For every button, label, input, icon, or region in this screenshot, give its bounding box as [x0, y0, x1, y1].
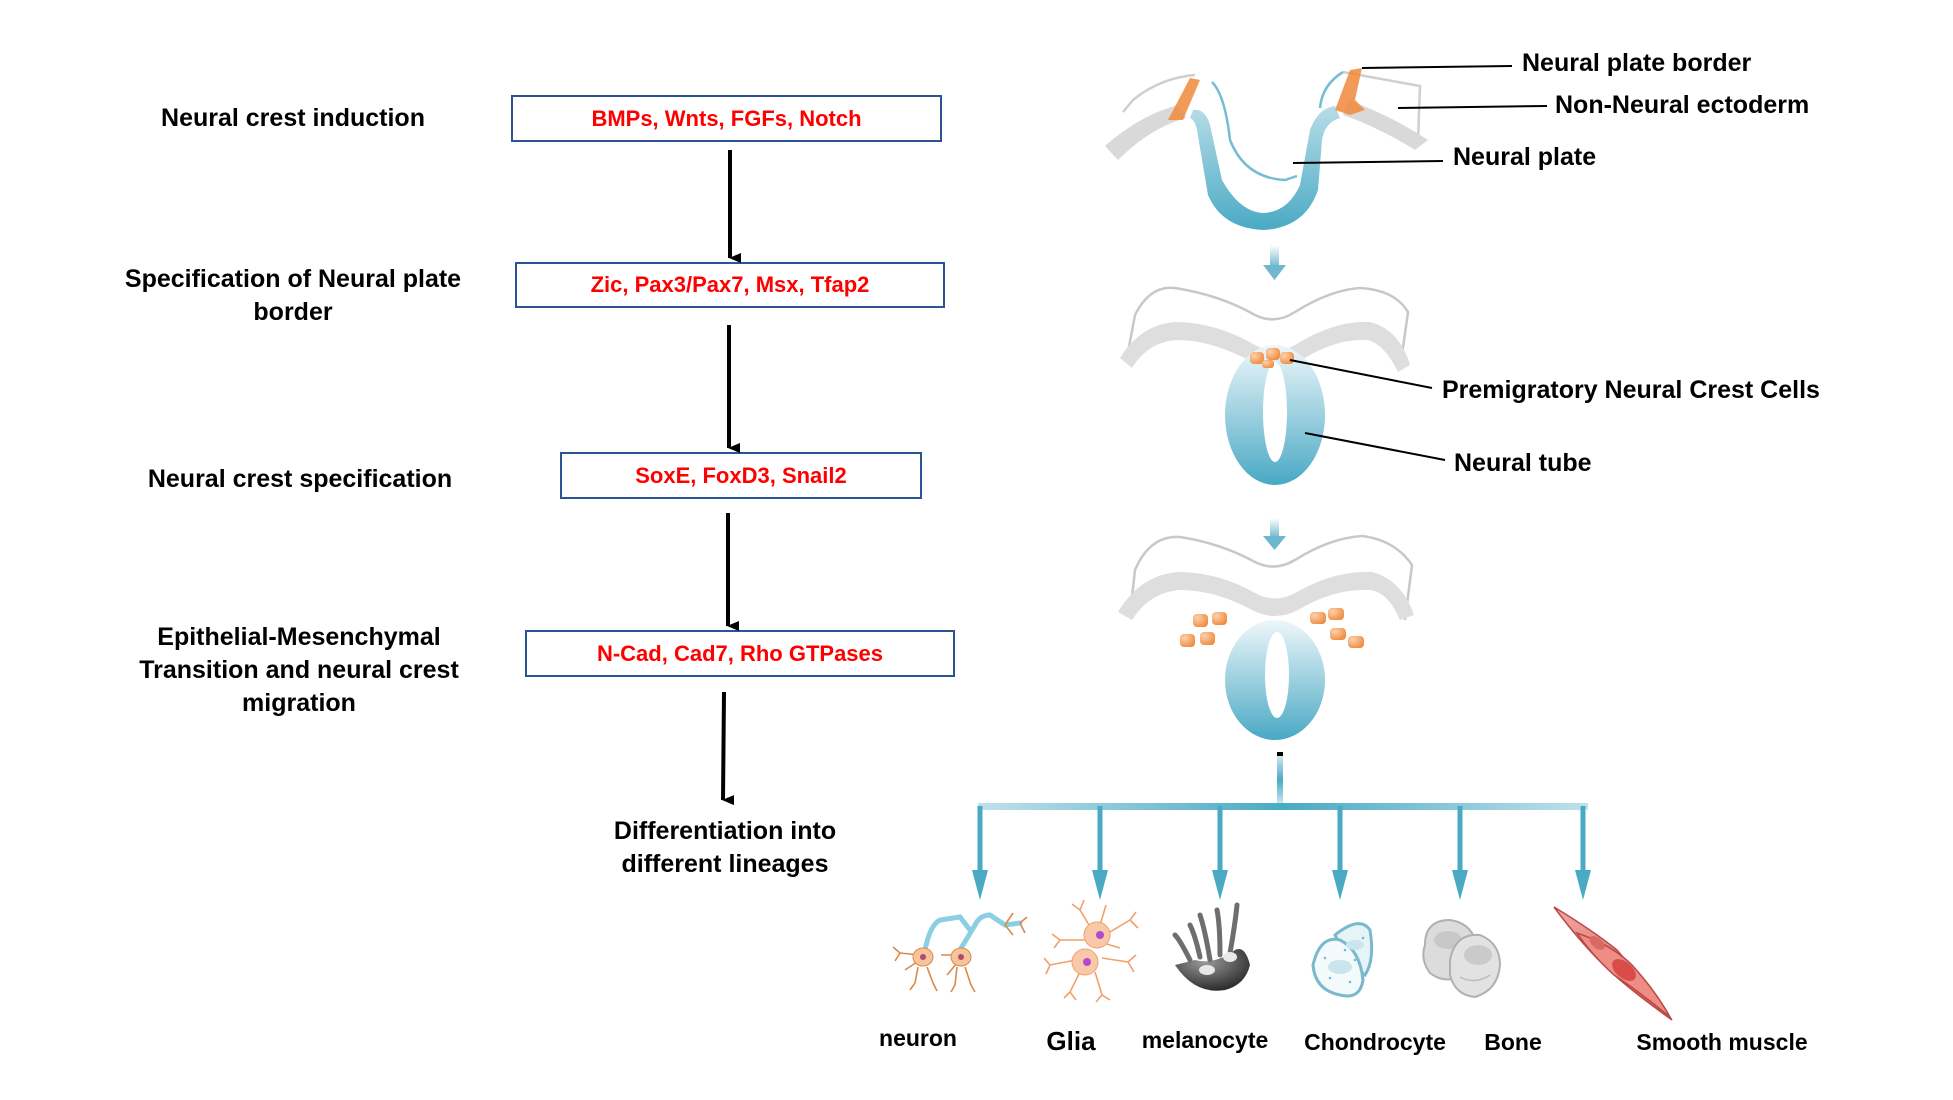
glia-icon [1043, 899, 1139, 1003]
migrating-cells-left [1180, 612, 1227, 647]
transition-arrow-1 [1263, 245, 1286, 280]
stage-label-induction: Neural crest induction [161, 102, 425, 135]
stage-label-line: migration [242, 689, 356, 717]
branch-arrow-neuron [972, 806, 988, 900]
stage-label-line: Neural crest induction [161, 104, 425, 132]
neural-plate-inner-edge [1211, 81, 1298, 182]
lineage-label-smooth-muscle: Smooth muscle [1636, 1029, 1808, 1055]
neural-plate-u [1190, 106, 1340, 230]
transition-arrow-2 [1263, 518, 1286, 550]
branch-arrow-glia [1092, 806, 1108, 900]
label-non-neural-ectoderm: Non-Neural ectoderm [1555, 91, 1810, 119]
stage-label-plate-border: Specification of Neural plate border [125, 263, 461, 329]
ectoderm-band [1118, 571, 1414, 620]
stage-label-emt-migration: Epithelial-Mesenchymal Transition and ne… [139, 621, 459, 720]
flow-arrow-4 [721, 691, 735, 806]
neural-tube-illustration [1120, 286, 1410, 485]
gene-box-plate-border: Zic, Pax3/Pax7, Msx, Tfap2 [515, 262, 945, 308]
branch-arrow-smooth-muscle [1575, 806, 1591, 900]
label-neural-plate-border: Neural plate border [1522, 49, 1752, 77]
neural-plate-inner-edge-right [1318, 70, 1344, 109]
stage-label-line: Differentiation into [613, 817, 837, 845]
lineage-label-melanocyte: melanocyte [1141, 1027, 1269, 1053]
lineage-label-chondrocyte: Chondrocyte [1304, 1029, 1446, 1055]
gene-list: Zic, Pax3/Pax7, Msx, Tfap2 [590, 272, 870, 297]
neural-plate-illustration [1105, 68, 1428, 230]
neural-plate-border-right [1335, 68, 1365, 115]
migrating-cells-right [1310, 608, 1364, 648]
branch-arrow-chondrocyte [1332, 806, 1348, 900]
neural-tube-lumen [1263, 362, 1287, 462]
chondrocyte-icon [1311, 922, 1374, 998]
flow-arrows [721, 150, 741, 806]
gene-list: N-Cad, Cad7, Rho GTPases [596, 640, 884, 666]
branch-arrow-bone [1452, 806, 1468, 900]
melanocyte-icon [1172, 902, 1250, 991]
premigratory-cells [1250, 348, 1294, 368]
label-neural-tube: Neural tube [1454, 449, 1592, 477]
ectoderm-right-arm [1343, 100, 1428, 150]
label-neural-plate: Neural plate [1453, 143, 1597, 171]
lineage-label-glia: Glia [1046, 1026, 1096, 1056]
migration-illustration [1118, 534, 1414, 740]
stage-label-line: Epithelial-Mesenchymal [157, 623, 441, 651]
neuron-icon [892, 912, 1028, 993]
ectoderm-outline-back [1128, 534, 1414, 621]
tree-bar [978, 803, 1588, 810]
tree-stem [1277, 756, 1283, 804]
stage-label-line: Specification of Neural plate [124, 265, 462, 293]
gene-list: SoxE, FoxD3, Snail2 [635, 462, 847, 488]
neural-tube-lumen [1265, 632, 1289, 718]
stage-label-differentiation: Differentiation into different lineages [614, 815, 836, 881]
lineage-label-neuron: neuron [879, 1025, 957, 1051]
lineage-tree [972, 752, 1591, 900]
branch-arrow-melanocyte [1212, 806, 1228, 900]
lineage-label-bone: Bone [1484, 1029, 1542, 1055]
gene-box-crest-specification: SoxE, FoxD3, Snail2 [560, 452, 922, 499]
stage-label-line: Neural crest specification [147, 465, 453, 493]
ectoderm-outline-back [1122, 70, 1422, 141]
tree-stem-cap [1277, 752, 1283, 756]
stage-label-crest-specification: Neural crest specification [148, 463, 452, 496]
stage-label-line: Transition and neural crest [139, 656, 459, 684]
gene-list: BMPs, Wnts, FGFs, Notch [591, 105, 862, 131]
label-premigratory-cells: Premigratory Neural Crest Cells [1442, 376, 1820, 404]
ectoderm-outline-back [1126, 286, 1410, 356]
gene-box-emt: N-Cad, Cad7, Rho GTPases [525, 630, 955, 677]
stage-label-line: different lineages [621, 850, 829, 878]
bone-cell-icon [1422, 918, 1502, 999]
leader-lines-stage1 [1292, 65, 1548, 164]
neural-plate-border-left [1168, 78, 1200, 120]
ectoderm-band [1120, 321, 1410, 372]
stage-label-line: border [253, 298, 333, 326]
leader-lines-stage2 [1289, 359, 1446, 461]
ectoderm-left-arm [1105, 105, 1186, 160]
smooth-muscle-icon [1553, 906, 1673, 1021]
gene-box-induction: BMPs, Wnts, FGFs, Notch [511, 95, 942, 142]
